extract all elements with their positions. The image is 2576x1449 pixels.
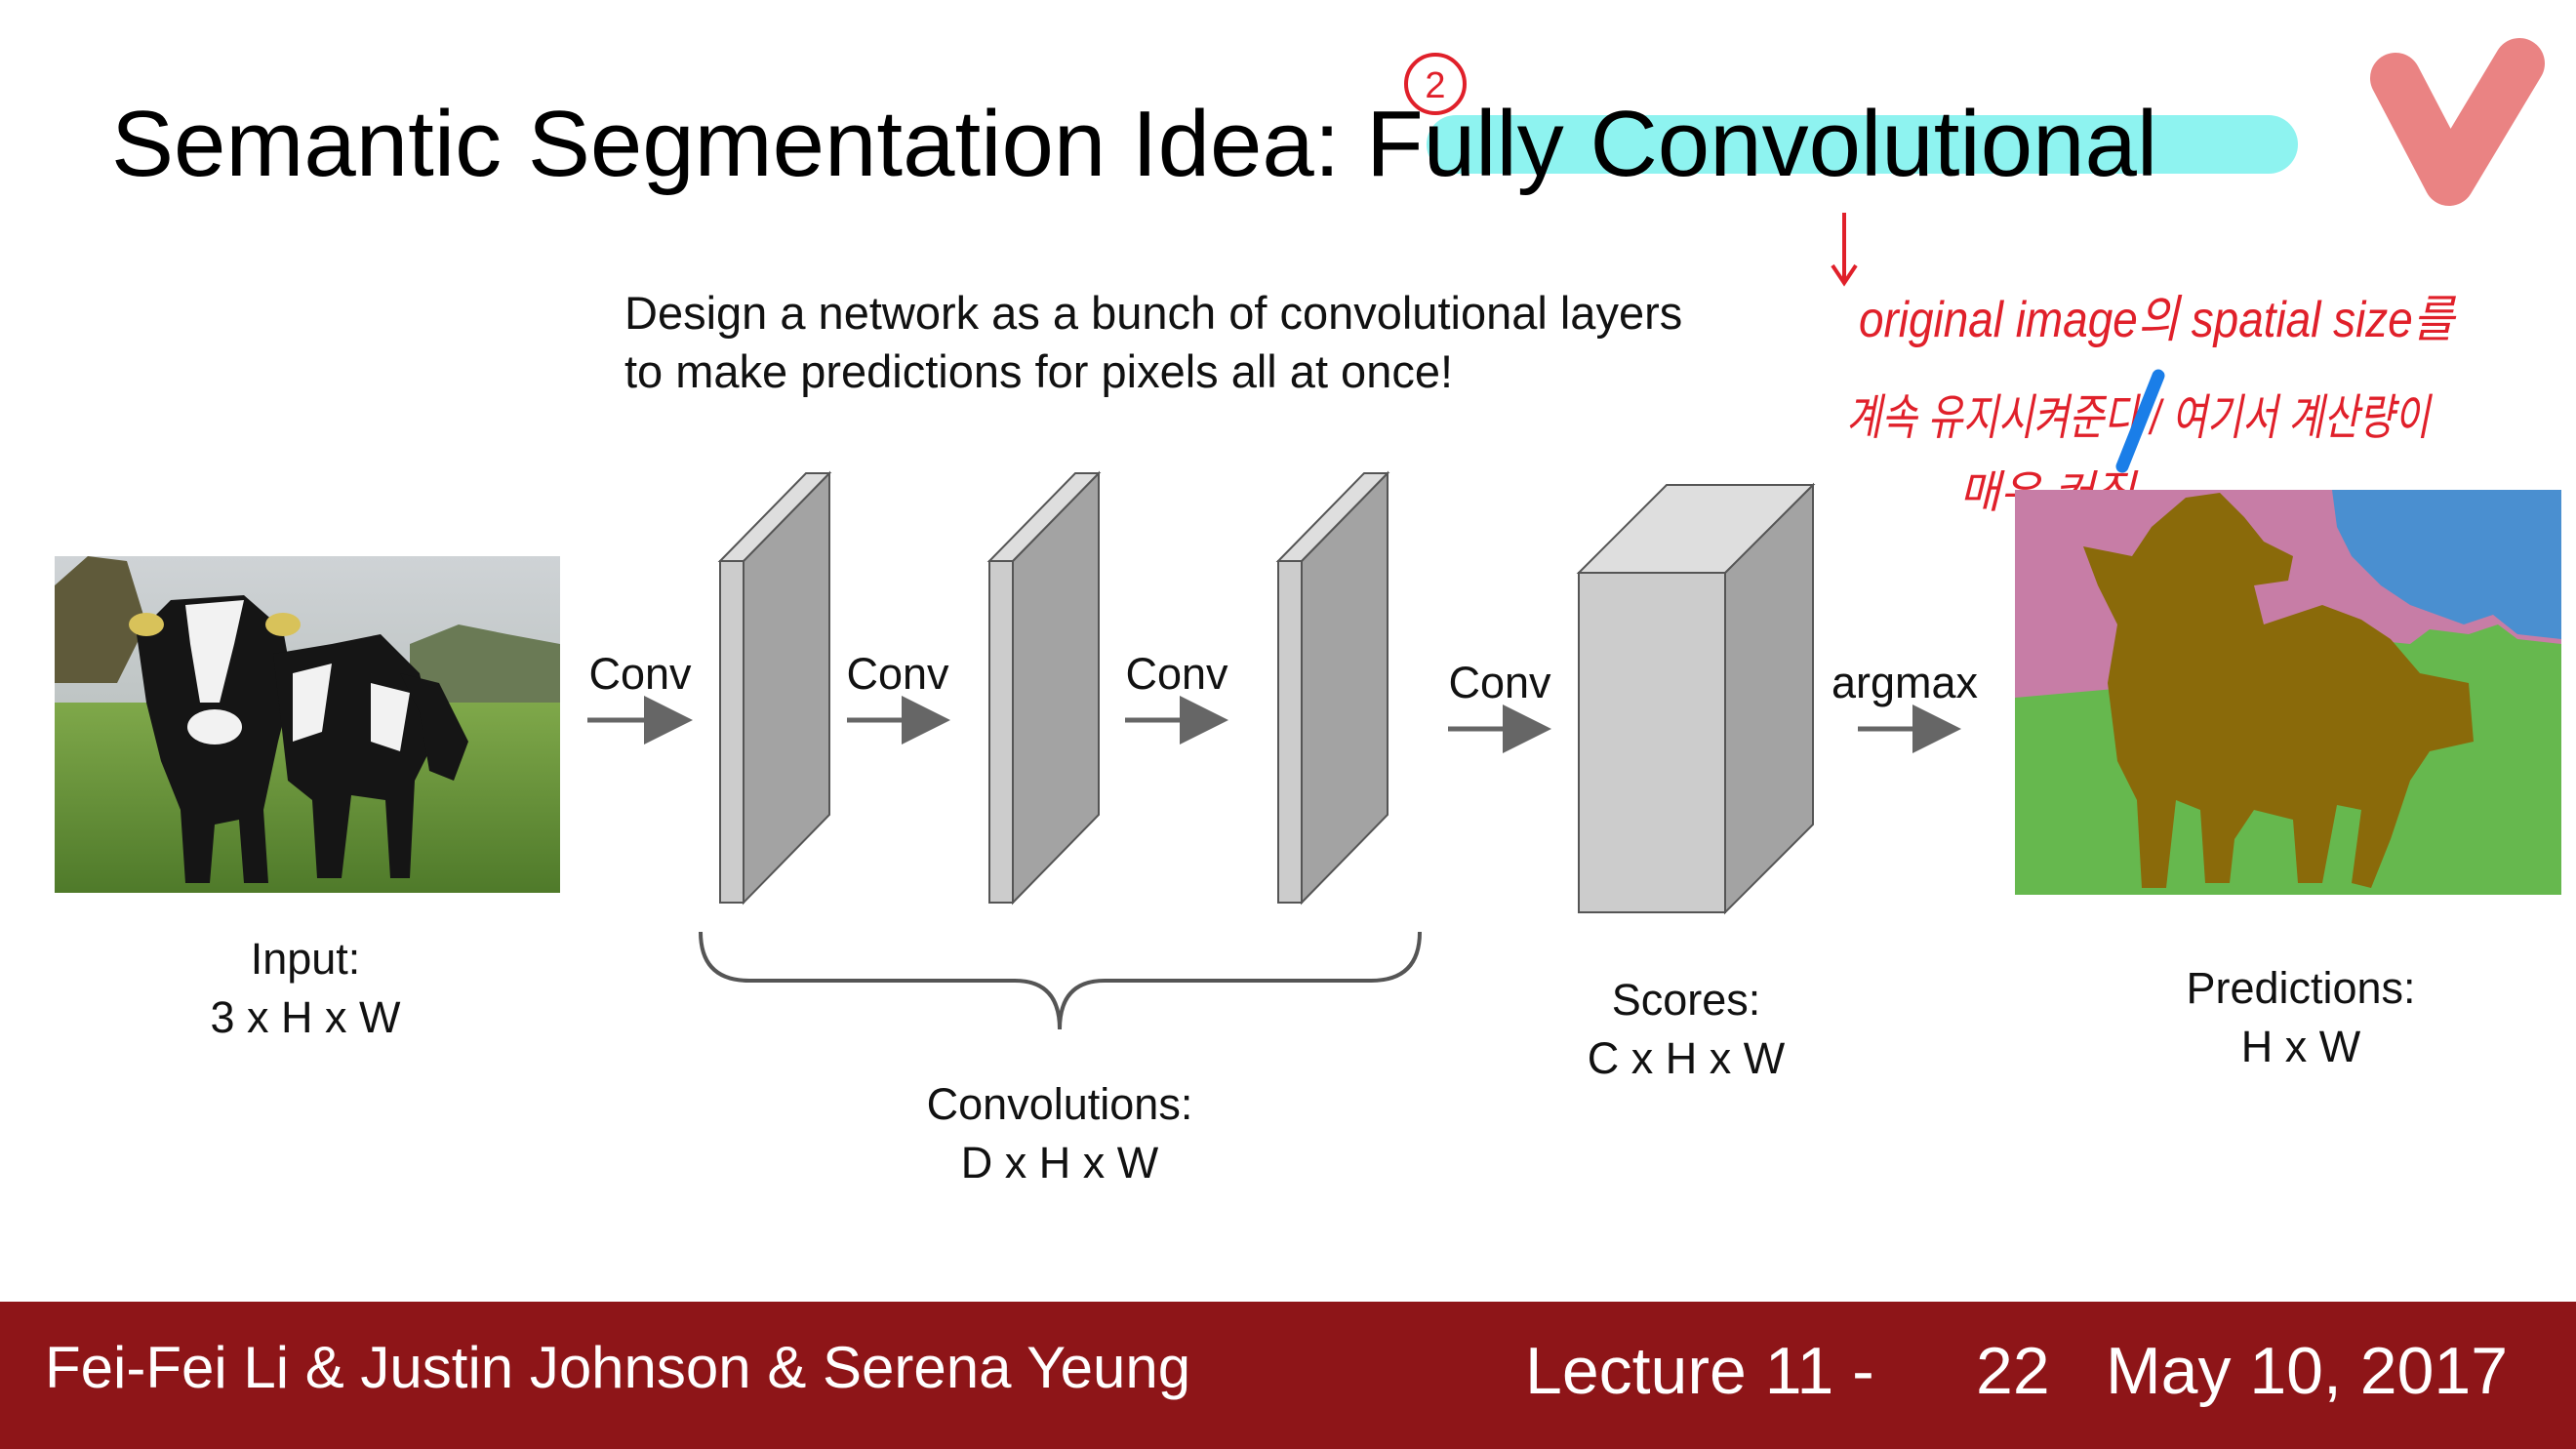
- input-label-line2: 3 x H x W: [210, 992, 401, 1042]
- conv-layer-3: [1275, 470, 1390, 906]
- pred-label-line1: Predictions:: [2186, 963, 2415, 1013]
- subtitle-line2: to make predictions for pixels all at on…: [624, 345, 1453, 397]
- conv-label-line2: D x H x W: [961, 1138, 1159, 1187]
- conv-layer-1: [717, 470, 832, 906]
- prediction-segmentation-map: [2015, 490, 2561, 895]
- circled-number: 2: [1425, 65, 1445, 106]
- arrow-label-conv-2: Conv: [846, 649, 949, 699]
- footer-date: May 10, 2017: [2106, 1334, 2508, 1408]
- logo-v-icon: [2370, 38, 2545, 206]
- arrow-label-conv-3: Conv: [1125, 649, 1228, 699]
- conv-label-line1: Convolutions:: [927, 1079, 1193, 1129]
- input-label-line1: Input:: [251, 934, 361, 984]
- footer-authors: Fei-Fei Li & Justin Johnson & Serena Yeu…: [45, 1335, 1190, 1400]
- conv-group-brace: [699, 931, 1422, 1030]
- pred-label-line2: H x W: [2241, 1022, 2361, 1071]
- scores-label-line1: Scores:: [1612, 975, 1761, 1025]
- annotation-arrowhead: [1831, 263, 1858, 287]
- conv-layer-2: [986, 470, 1102, 906]
- arrow-label-conv-1: Conv: [588, 649, 692, 699]
- page-title: Semantic Segmentation Idea: Fully Convol…: [111, 92, 2157, 196]
- handwritten-note: original image의 spatial size를 계속 유지시켜준다 …: [1831, 213, 2457, 517]
- circled-number-ring: [1404, 53, 1467, 115]
- footer-page-number: 22: [1976, 1334, 2050, 1408]
- arrow-label-conv-4: Conv: [1448, 658, 1551, 707]
- arrow-label-argmax: argmax: [1831, 658, 1979, 707]
- scores-label-line2: C x H x W: [1588, 1033, 1786, 1083]
- title-highlight: Fully Convolutional: [1366, 92, 2157, 196]
- subtitle-line1: Design a network as a bunch of convoluti…: [624, 287, 1682, 339]
- scores-volume: [1576, 482, 1816, 915]
- title-prefix: Semantic Segmentation Idea:: [111, 92, 1366, 196]
- note-line1: original image의 spatial size를: [1859, 292, 2457, 348]
- footer-bar: [0, 1302, 2576, 1449]
- footer-lecture: Lecture 11 -: [1525, 1334, 1874, 1408]
- title-highlight-stroke: [1427, 115, 2298, 174]
- blue-slash-mark: [2115, 369, 2165, 473]
- input-cow-photo: [55, 556, 560, 893]
